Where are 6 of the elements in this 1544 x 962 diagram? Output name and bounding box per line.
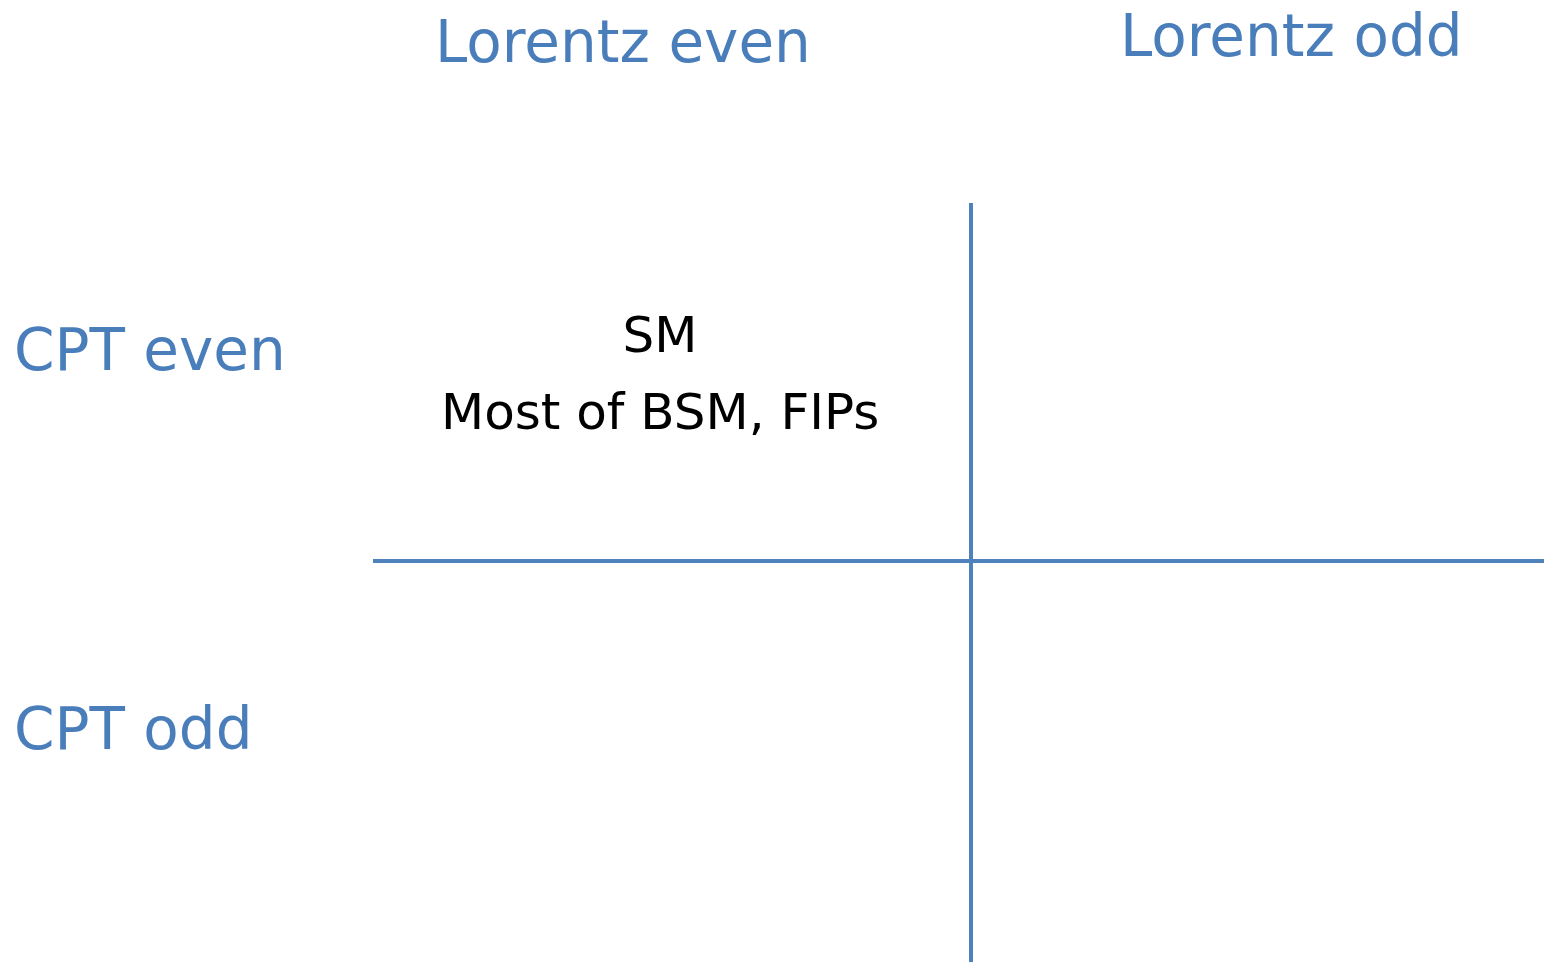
cell-text: Most of BSM, FIPs (441, 382, 880, 442)
row-header: CPT even (14, 316, 286, 386)
cell-text: SM (622, 305, 698, 365)
column-header: Lorentz odd (1120, 2, 1463, 72)
column-header: Lorentz even (435, 8, 811, 78)
row-header: CPT odd (14, 695, 253, 765)
